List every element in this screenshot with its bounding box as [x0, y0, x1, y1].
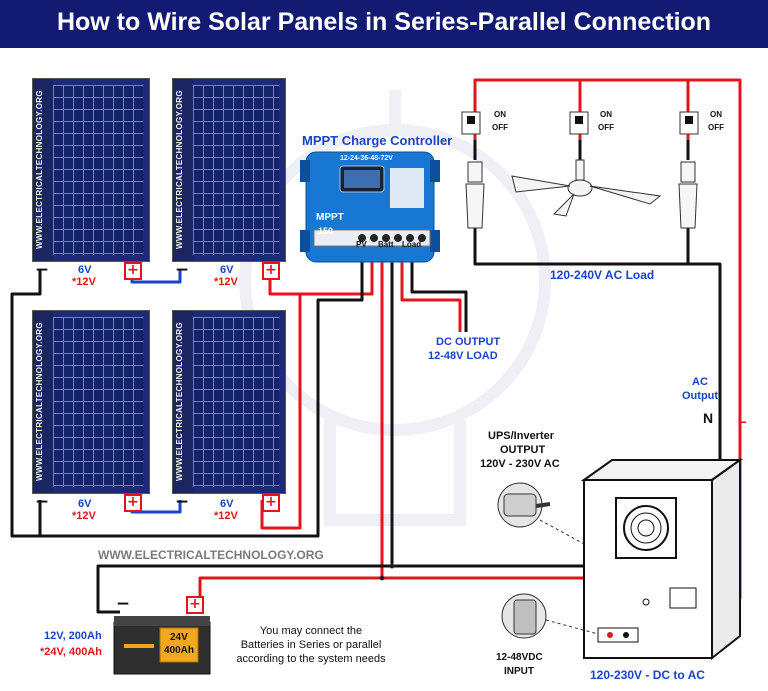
switch-1-off: OFF [492, 123, 508, 132]
panel-4-positive-terminal: + [262, 494, 280, 512]
inverter-box [580, 458, 744, 661]
live-label: L [738, 410, 747, 426]
lamp-2 [678, 161, 698, 229]
battery-note-line-2: Batteries in Series or parallel [240, 639, 382, 651]
solar-panel-2: WWW.ELECTRICALTECHNOLOGY.ORG [172, 78, 286, 262]
controller-brand: MPPT [316, 212, 344, 223]
panel-3-positive-terminal: + [124, 494, 142, 512]
panel-3-voltage: 6V [78, 498, 92, 510]
switch-2 [569, 111, 589, 135]
switch-1 [461, 111, 481, 135]
title-bar [0, 0, 768, 48]
switch-3 [679, 111, 699, 135]
solar-panel-4: WWW.ELECTRICALTECHNOLOGY.ORG [172, 310, 286, 494]
panel-2-negative-terminal: − [174, 260, 190, 280]
switch-2-off: OFF [598, 123, 614, 132]
switch-3-on: ON [710, 110, 722, 119]
battery-note: You may connect the Batteries in Series … [226, 624, 396, 666]
ups-output-label-3: 120V - 230V AC [480, 458, 560, 470]
controller-model: 150 [318, 226, 334, 236]
battery-positive-terminal: + [186, 596, 204, 614]
battery-face-capacity: 400Ah [164, 645, 195, 656]
battery-rating: 12V, 200Ah [44, 630, 102, 642]
panel-1-voltage-alt: *12V [72, 276, 96, 288]
battery-rating-alt: *24V, 400Ah [40, 646, 102, 658]
panel-1-negative-terminal: − [34, 260, 50, 280]
pv-positive-parallel [260, 270, 302, 530]
battery-icon [113, 616, 211, 675]
controller-voltage-range: 12-24-36-48-72V [340, 155, 393, 162]
dc-output-load-label: 12-48V LOAD [428, 350, 498, 362]
ups-output-label: UPS/Inverter [488, 430, 555, 442]
dc-plug-pointer [545, 619, 599, 635]
dc-output-label: DC OUTPUT [436, 336, 501, 348]
dc-load-negative [410, 262, 468, 332]
panel-1-voltage: 6V [78, 264, 92, 276]
ac-plug-icon [497, 482, 551, 528]
page-title: How to Wire Solar Panels in Series-Paral… [56, 8, 712, 36]
ups-output-label-2: OUTPUT [500, 444, 546, 456]
panel-4-negative-terminal: − [174, 492, 190, 512]
battery-note-line-1: You may connect the [259, 625, 363, 637]
switch-3-off: OFF [708, 123, 724, 132]
switch-1-on: ON [494, 110, 506, 119]
panel-3-voltage-alt: *12V [72, 510, 96, 522]
dc-plug-icon [501, 593, 547, 639]
mppt-controller [300, 151, 440, 263]
terminal-load-label: Load [402, 240, 422, 249]
panel-2-voltage-alt: *12V [214, 276, 238, 288]
controller-heading: MPPT Charge Controller [302, 133, 453, 148]
panel-1-positive-terminal: + [124, 262, 142, 280]
ac-output-label-2: Output [682, 390, 719, 402]
terminal-pv-label: PV [356, 240, 367, 249]
solar-panel-1: WWW.ELECTRICALTECHNOLOGY.ORG [32, 78, 150, 262]
panel-2-positive-terminal: + [262, 262, 280, 280]
lamp-1 [465, 161, 485, 229]
battery-negative-wire [96, 262, 394, 614]
dc-input-label-2: INPUT [504, 666, 534, 677]
inverter-caption: 120-230V - DC to AC [590, 668, 705, 682]
ac-load-label: 120-240V AC Load [550, 268, 655, 282]
neutral-label: N [703, 410, 714, 426]
pv-negative-parallel [10, 270, 42, 538]
panel-4-voltage-alt: *12V [214, 510, 238, 522]
solar-panel-3: WWW.ELECTRICALTECHNOLOGY.ORG [32, 310, 150, 494]
panel-2-voltage: 6V [220, 264, 234, 276]
pv-positive-to-controller [300, 262, 374, 296]
ac-output-label: AC [692, 376, 708, 388]
dc-load-positive [400, 262, 462, 332]
website-watermark: WWW.ELECTRICALTECHNOLOGY.ORG [98, 548, 324, 562]
panel-4-voltage: 6V [220, 498, 234, 510]
battery-note-line-3: according to the system needs [236, 653, 386, 665]
dc-input-label: 12-48VDC [496, 652, 543, 663]
battery-positive-wire [198, 262, 384, 598]
switch-2-on: ON [600, 110, 612, 119]
panel-3-negative-terminal: − [34, 492, 50, 512]
battery-face-voltage: 24V [170, 632, 188, 643]
battery-negative-terminal: − [115, 594, 131, 614]
ceiling-fan [511, 159, 662, 217]
terminal-batt-label: Batt [378, 240, 394, 249]
ac-plug-pointer [539, 519, 673, 593]
pv-negative-to-controller [12, 262, 364, 538]
